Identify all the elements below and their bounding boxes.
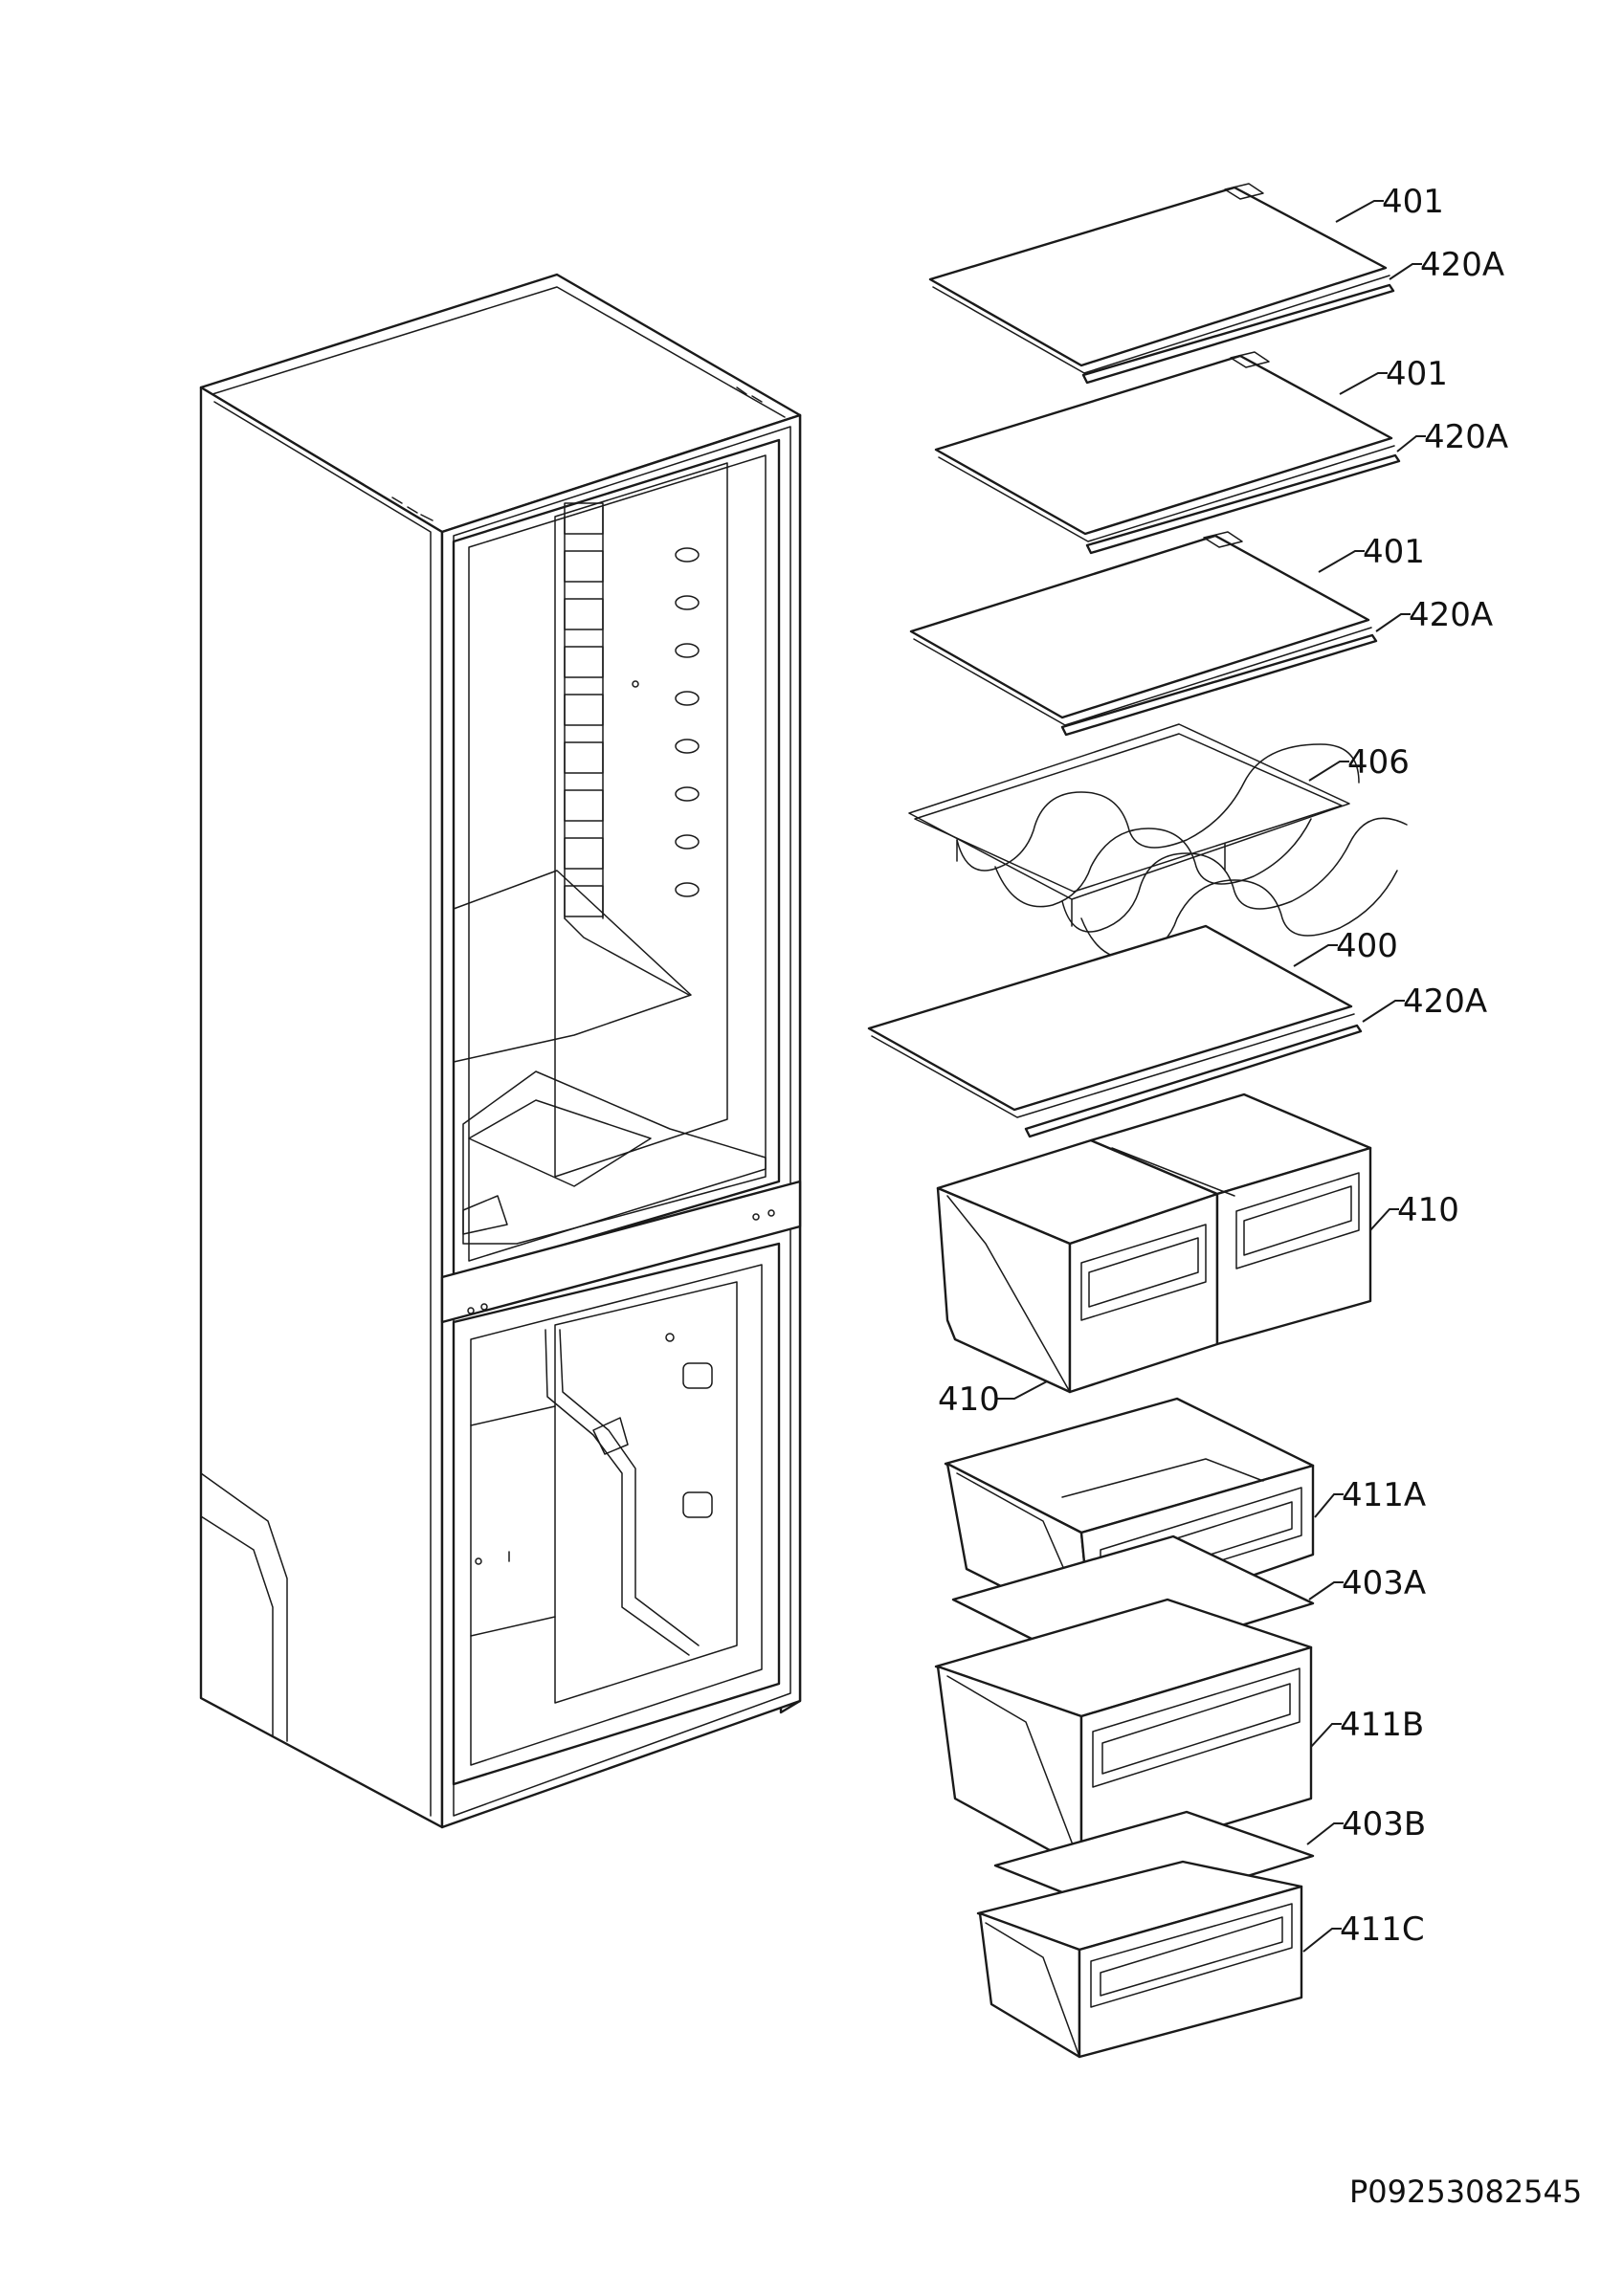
callout-401-low: 401 [1363, 533, 1425, 571]
callout-labels: 401 420A 401 420A 401 420A 406 400 420A … [938, 183, 1508, 1949]
drawer-410-left [936, 1138, 1219, 1394]
shelf-trim-420A-low [1060, 633, 1378, 737]
callout-410-right: 410 [1397, 1191, 1459, 1229]
callout-410-left: 410 [938, 1380, 1000, 1419]
callout-420A-mid: 420A [1424, 418, 1508, 456]
shelf-trim-420A-mid [1085, 453, 1401, 555]
shelf-trim-420A-top [1081, 283, 1395, 385]
callout-420A-low: 420A [1409, 596, 1493, 634]
callout-401-top: 401 [1382, 183, 1444, 221]
crisper-drawer-411B [934, 1598, 1313, 1869]
callout-411C: 411C [1340, 1910, 1425, 1949]
callout-420A-top: 420A [1420, 246, 1504, 284]
callout-leaders [997, 200, 1426, 1953]
shelf-supports-left [564, 502, 604, 919]
drawing-number: P09253082545 [1349, 2174, 1582, 2210]
callout-420A-bottom: 420A [1403, 982, 1487, 1021]
wine-rack-406 [908, 723, 1408, 960]
callout-406: 406 [1347, 743, 1410, 782]
glass-shelf-400 [867, 924, 1355, 1118]
callout-411A: 411A [1342, 1476, 1426, 1514]
shelf-supports-right [632, 547, 700, 897]
callout-403A: 403A [1342, 1564, 1426, 1602]
crisper-drawer-411C [976, 1860, 1303, 2059]
shelf-trim-420A-bottom [1024, 1024, 1363, 1138]
glass-shelf-401-low [909, 531, 1372, 726]
refrigerator-cabinet [199, 273, 802, 1829]
callout-400: 400 [1336, 927, 1398, 965]
glass-shelf-401-mid [934, 351, 1395, 542]
callout-403B: 403B [1342, 1805, 1426, 1843]
glass-shelf-401-top [928, 183, 1390, 374]
drawer-410-right [1089, 1093, 1372, 1346]
hinge-marks [391, 386, 763, 521]
callout-411B: 411B [1340, 1706, 1424, 1744]
callout-401-mid: 401 [1386, 355, 1448, 393]
